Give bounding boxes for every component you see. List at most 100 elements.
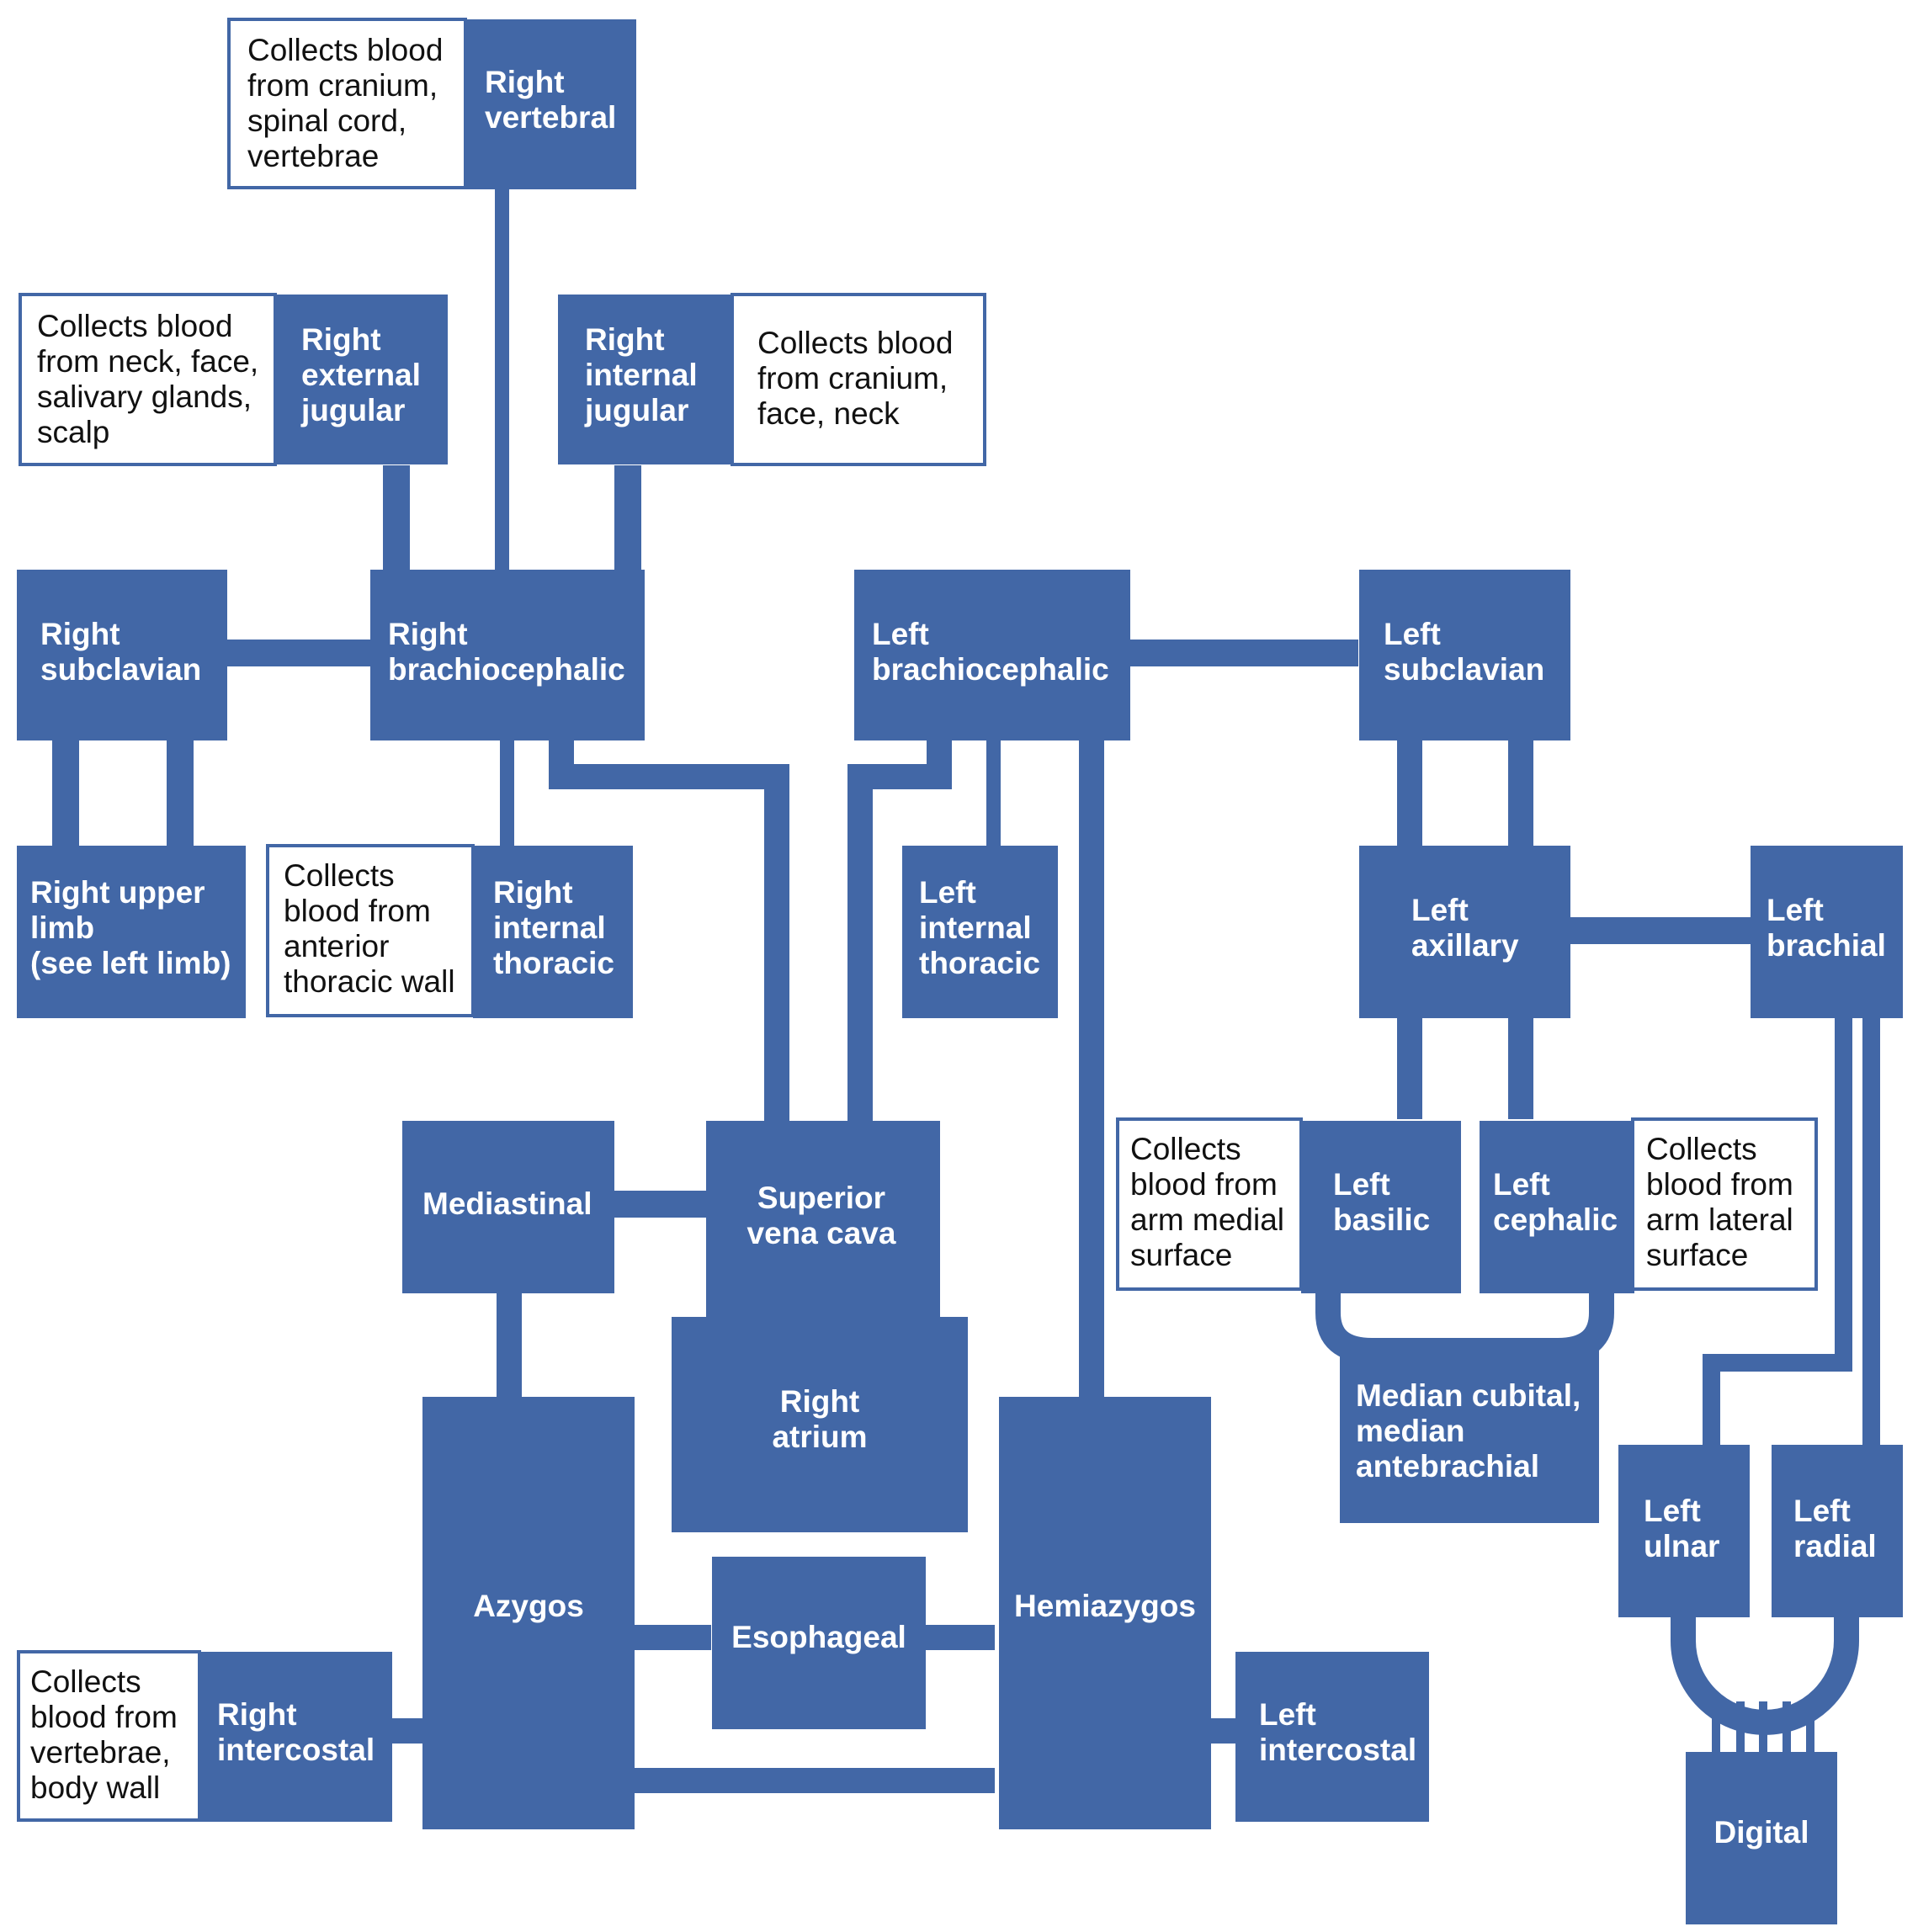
connector-lsubclavian-laxillary-a — [1397, 740, 1422, 846]
connector-lbrachio-lintthoracic — [986, 740, 1001, 846]
label-line: Right — [485, 65, 565, 99]
label-line: Mediastinal — [422, 1186, 592, 1221]
label-line: Right upper — [30, 875, 205, 910]
connector-lbrachial-ulnar-b — [1703, 1354, 1852, 1372]
label-line: blood from — [1646, 1167, 1793, 1202]
label-line: Collects — [284, 858, 395, 893]
connector-digital-1 — [1712, 1701, 1720, 1755]
label-line: brachiocephalic — [872, 652, 1109, 687]
label-line: Right — [388, 617, 468, 651]
label-line: vertebral — [485, 100, 616, 135]
label-line: subclavian — [40, 652, 201, 687]
label-line: from cranium, — [247, 68, 438, 103]
label-mediastinal: Mediastinal — [422, 1186, 592, 1221]
label-line: Right — [217, 1697, 297, 1732]
label-line: external — [301, 358, 421, 392]
label-line: Collects — [30, 1664, 141, 1699]
label-esophageal: Esophageal — [731, 1620, 906, 1654]
connector-laxillary-lbasilic — [1397, 1014, 1422, 1119]
label-line: Collects — [1646, 1132, 1757, 1166]
label-line: internal — [493, 910, 606, 945]
label-line: antebrachial — [1356, 1449, 1539, 1484]
label-line: Left — [1493, 1167, 1550, 1202]
label-line: Collects — [1130, 1132, 1241, 1166]
label-line: intercostal — [217, 1733, 375, 1767]
connector-intjugular-brachiocephalic — [614, 465, 641, 572]
label-line: jugular — [584, 393, 688, 427]
label-digital: Digital — [1713, 1815, 1809, 1850]
label-line: Left — [919, 875, 976, 910]
connector-azygos-hemiazygos — [633, 1768, 995, 1793]
label-line: body wall — [30, 1770, 160, 1805]
label-line: Superior — [757, 1181, 885, 1215]
label-line: Left — [1333, 1167, 1390, 1202]
label-line: Left — [1411, 893, 1469, 927]
connector-rsubclavian-upperlimb-b — [167, 740, 194, 846]
label-line: Right — [780, 1384, 860, 1419]
label-line: atrium — [772, 1420, 867, 1454]
label-line: jugular — [300, 393, 405, 427]
label-line: Left — [872, 617, 929, 651]
label-line: internal — [919, 910, 1032, 945]
label-line: Esophageal — [731, 1620, 906, 1654]
label-line: Collects blood — [757, 326, 953, 360]
label-line: surface — [1646, 1238, 1748, 1272]
label-line: anterior — [284, 929, 389, 963]
label-line: from neck, face, — [37, 344, 258, 379]
label-line: (see left limb) — [30, 946, 231, 980]
label-line: brachial — [1767, 928, 1886, 963]
connector-lbrachial-radial — [1862, 1014, 1880, 1446]
connector-digital-3 — [1759, 1701, 1767, 1755]
connector-digital-2 — [1736, 1701, 1745, 1755]
label-line: Left — [1644, 1494, 1701, 1528]
connector-vertebral-brachiocephalic — [495, 189, 509, 572]
label-line: thoracic — [919, 946, 1040, 980]
connector-basilic-cephalic-arc — [1315, 1287, 1614, 1363]
label-line: arm medial — [1130, 1202, 1284, 1237]
label-line: subclavian — [1384, 652, 1544, 687]
connector-lbrachio-svc-c — [847, 764, 873, 1122]
label-line: spinal cord, — [247, 104, 406, 138]
connector-lbrachio-hemiazygos — [1079, 740, 1104, 1397]
connector-digital-4 — [1783, 1701, 1791, 1755]
connectors — [52, 189, 1880, 1793]
label-line: basilic — [1333, 1202, 1430, 1237]
label-line: Left — [1767, 893, 1824, 927]
connector-lsubclavian-laxillary-b — [1508, 740, 1533, 846]
node-digital: Digital — [1686, 1752, 1837, 1924]
label-line: Median cubital, — [1356, 1378, 1581, 1413]
label-line: Azygos — [473, 1589, 584, 1623]
label-line: blood from — [1130, 1167, 1278, 1202]
label-hemiazygos: Hemiazygos — [1014, 1589, 1196, 1623]
label-line: surface — [1130, 1238, 1232, 1272]
label-line: Left — [1384, 617, 1441, 651]
connector-esophageal-hemiazygos — [923, 1625, 995, 1650]
description-box-left-basilic — [1116, 1117, 1303, 1291]
connector-rsubclavian-rbrachiocephalic — [226, 640, 372, 666]
label-line: thoracic — [493, 946, 614, 980]
